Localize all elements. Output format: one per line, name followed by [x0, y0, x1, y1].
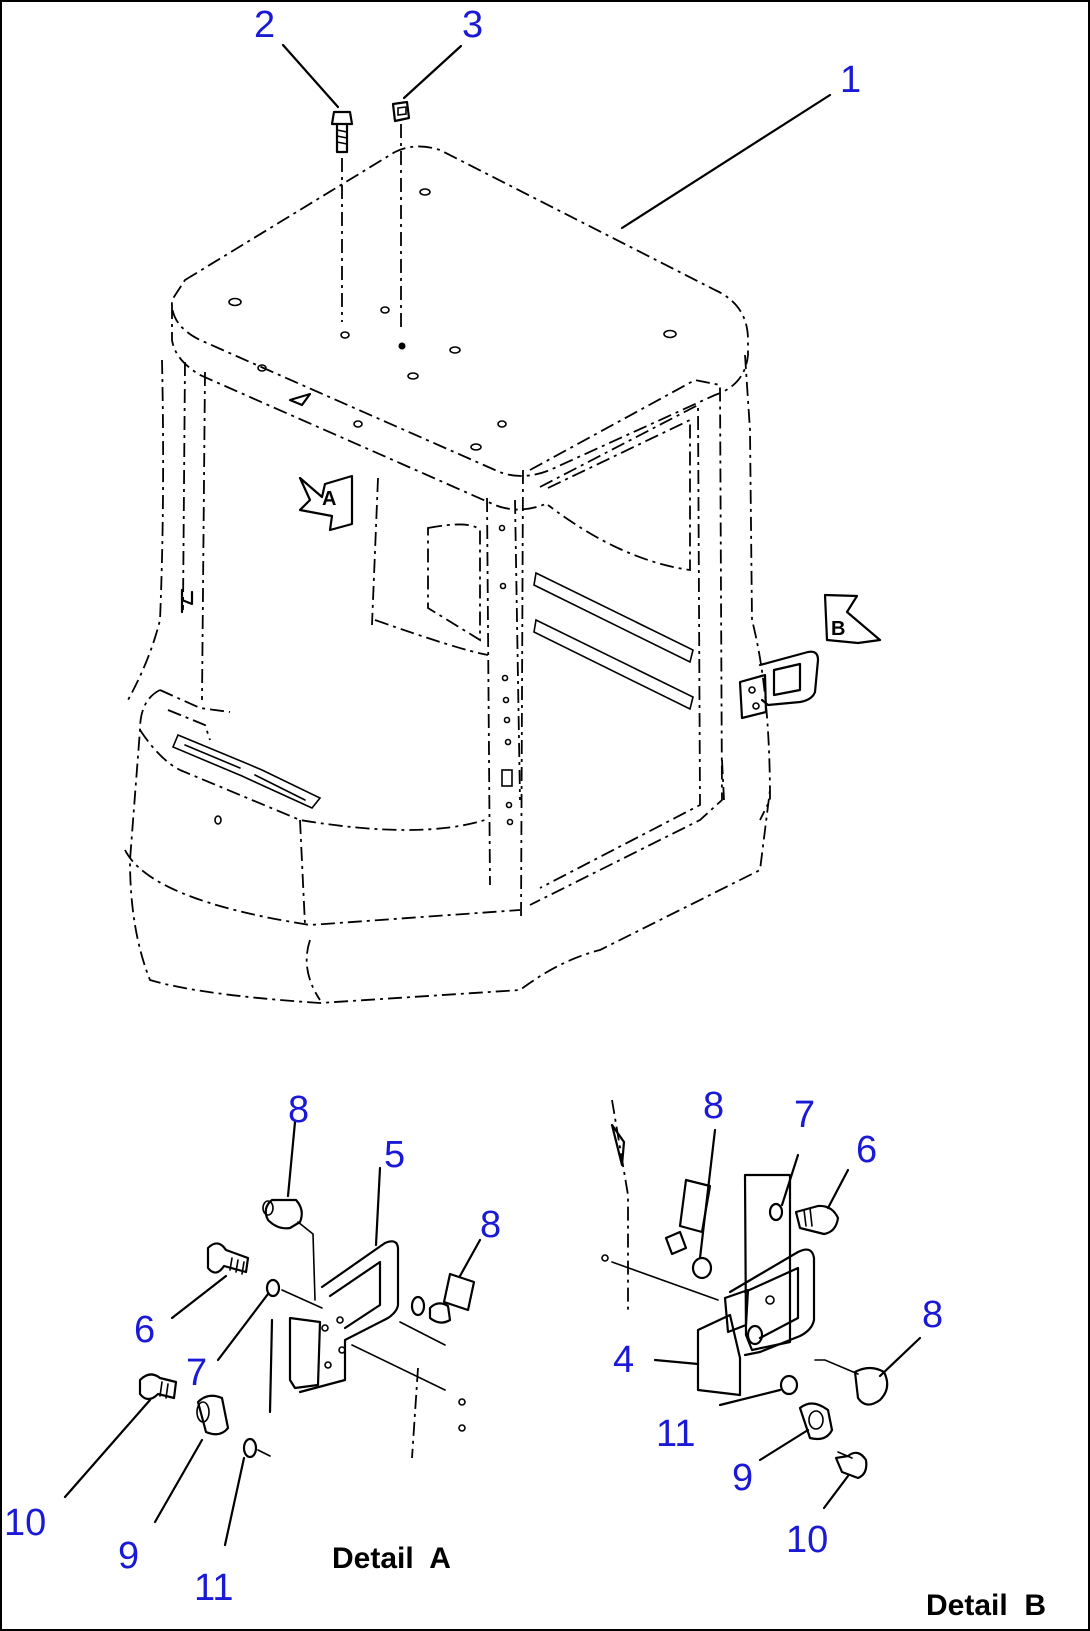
- bolt-10b-icon: [834, 1451, 868, 1480]
- nut-3-icon: [391, 100, 411, 332]
- washer-11b-icon: [779, 1374, 799, 1396]
- callout-10: 10: [786, 1519, 828, 1561]
- leader-1: [620, 93, 832, 230]
- callout-11: 11: [656, 1413, 695, 1455]
- floor-rail: [171, 733, 322, 809]
- side-handle: [738, 650, 820, 720]
- roof-marker: [288, 392, 312, 407]
- bracket-4-icon: [696, 1313, 742, 1397]
- callout-8: 8: [922, 1294, 943, 1336]
- rear-window: [529, 379, 723, 906]
- stopper-9b-icon: [798, 1402, 834, 1441]
- door-hinge: [180, 588, 194, 614]
- stopper-8d-icon: [853, 1366, 889, 1406]
- leader-2: [281, 43, 340, 109]
- cab-base: [129, 689, 771, 1004]
- leader-3: [402, 44, 463, 100]
- stopper-9a-icon: [196, 1394, 230, 1436]
- rear-slot-lower: [533, 618, 694, 711]
- stopper-8a-icon: [264, 1198, 303, 1230]
- bolt-6a-icon: [206, 1242, 250, 1274]
- washer-7a-icon: [265, 1278, 281, 1298]
- bolt-10a-icon: [138, 1373, 178, 1401]
- view-flag-a: A: [298, 474, 354, 532]
- cab-assembly: [124, 145, 820, 1004]
- callout-4: 4: [613, 1339, 634, 1381]
- stopper-8b-icon: [442, 1272, 476, 1312]
- callout-5: 5: [384, 1134, 405, 1176]
- callout-8: 8: [703, 1085, 724, 1127]
- detail-b-assembly: [601, 1099, 889, 1480]
- callout-10: 10: [4, 1502, 46, 1544]
- callout-8: 8: [480, 1204, 501, 1246]
- detail-b-label: Detail B: [926, 1589, 1046, 1622]
- rear-slot-upper: [533, 571, 694, 664]
- callout-9: 9: [118, 1535, 139, 1577]
- callout-6: 6: [134, 1309, 155, 1351]
- callout-3: 3: [462, 4, 483, 46]
- callout-9: 9: [732, 1457, 753, 1499]
- roof-holes: [228, 188, 677, 451]
- detail-a-assembly: [138, 1198, 476, 1459]
- callout-7: 7: [186, 1352, 207, 1394]
- callout-7: 7: [794, 1094, 815, 1136]
- view-flag-b: B: [823, 593, 882, 645]
- cab-roof-lip: [171, 305, 549, 511]
- callout-6: 6: [856, 1129, 877, 1171]
- cab-roof-outline: [171, 145, 749, 477]
- callout-1: 1: [840, 59, 861, 101]
- callout-11: 11: [194, 1567, 233, 1609]
- washer-11a-icon: [242, 1437, 258, 1459]
- pillar-holes: [498, 524, 514, 826]
- svg-text:A: A: [322, 488, 336, 510]
- callout-8: 8: [288, 1089, 309, 1131]
- bolt-6b-icon: [794, 1204, 840, 1236]
- callouts: 1 2 3 5 6 7 8 8 10 9 11 8 7 6 4 11 8 9 1…: [4, 4, 943, 1609]
- callout-2: 2: [254, 4, 275, 46]
- detail-a-label: Detail A: [332, 1542, 451, 1575]
- washer-7b-icon: [768, 1202, 784, 1222]
- svg-text:B: B: [831, 618, 845, 640]
- bolt-2-icon: [330, 110, 354, 322]
